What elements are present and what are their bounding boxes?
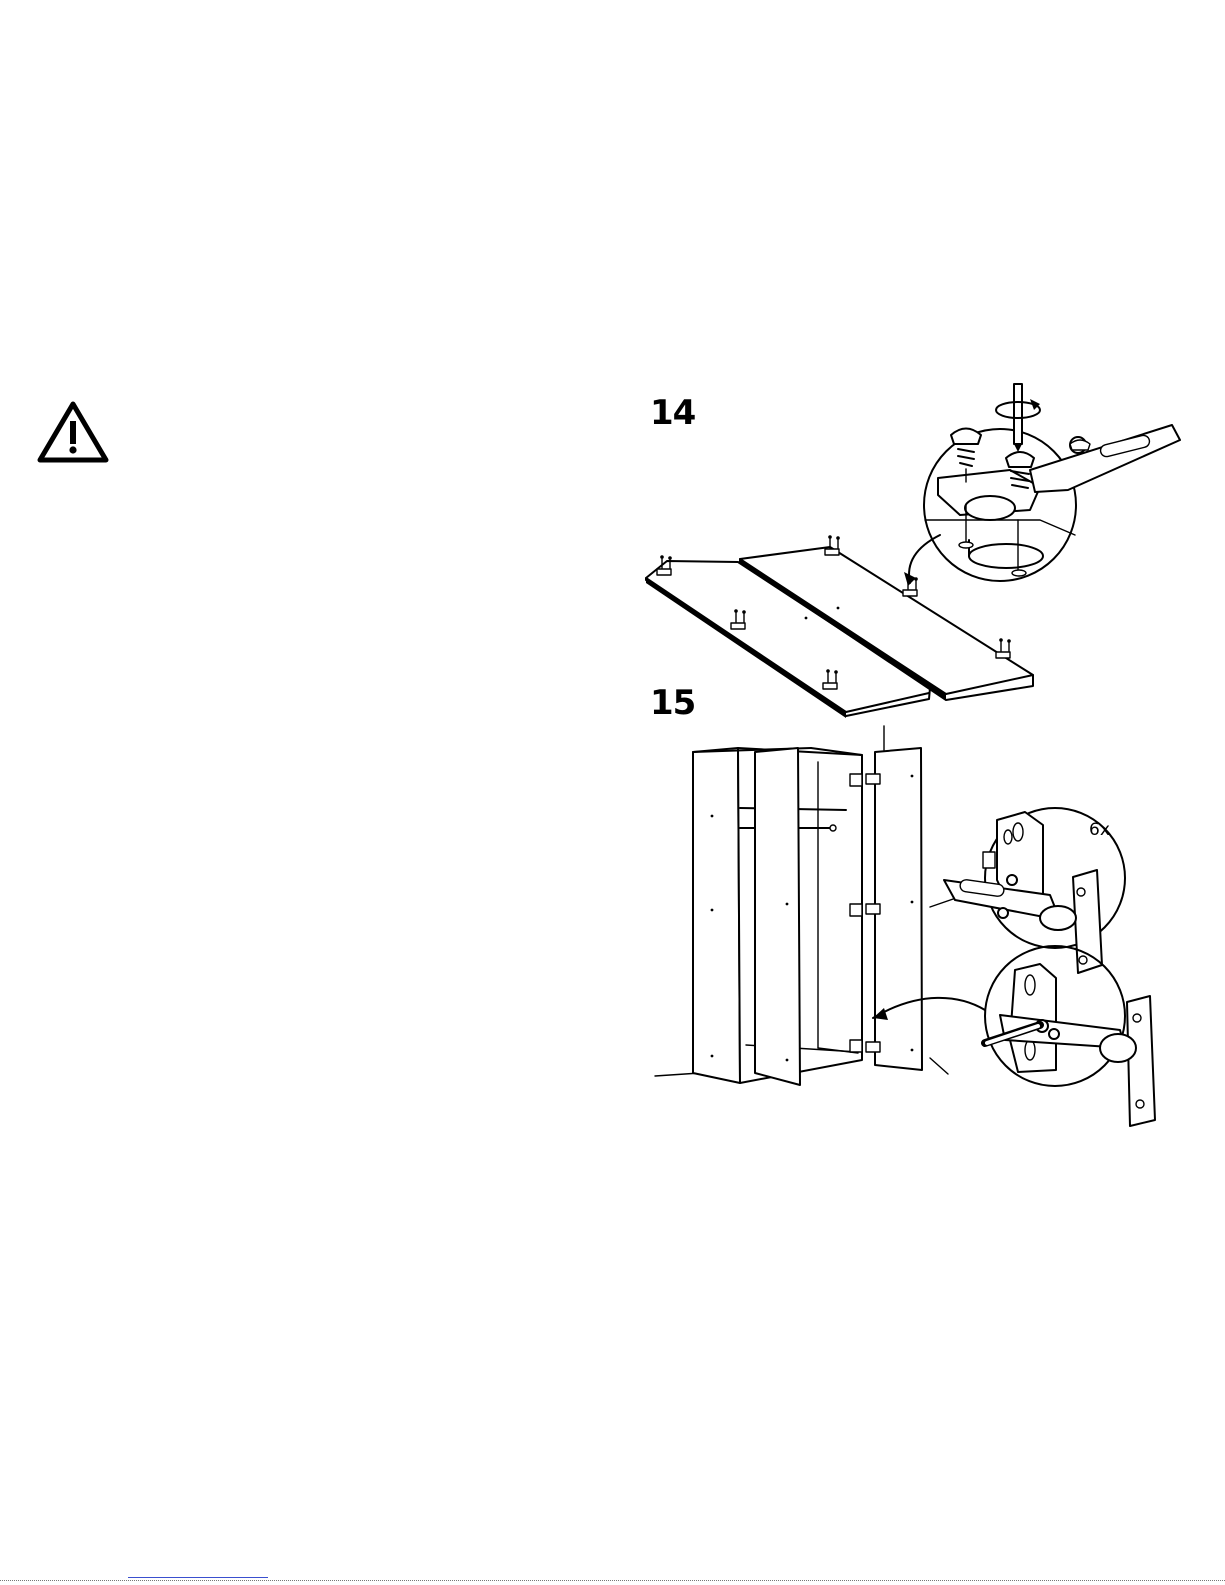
step-15-number: 15 xyxy=(650,686,695,720)
zoom-detail-14 xyxy=(904,384,1180,586)
step-15-diagram xyxy=(655,726,1155,1126)
right-door xyxy=(866,726,922,1070)
left-door xyxy=(755,748,800,1085)
footer-link-underline xyxy=(128,1577,268,1578)
step-14-number: 14 xyxy=(650,396,695,430)
footer-divider xyxy=(0,1580,1225,1581)
warning-triangle-icon xyxy=(40,404,106,460)
step-14-diagram xyxy=(646,384,1180,718)
quantity-label: 6x xyxy=(1089,822,1110,839)
